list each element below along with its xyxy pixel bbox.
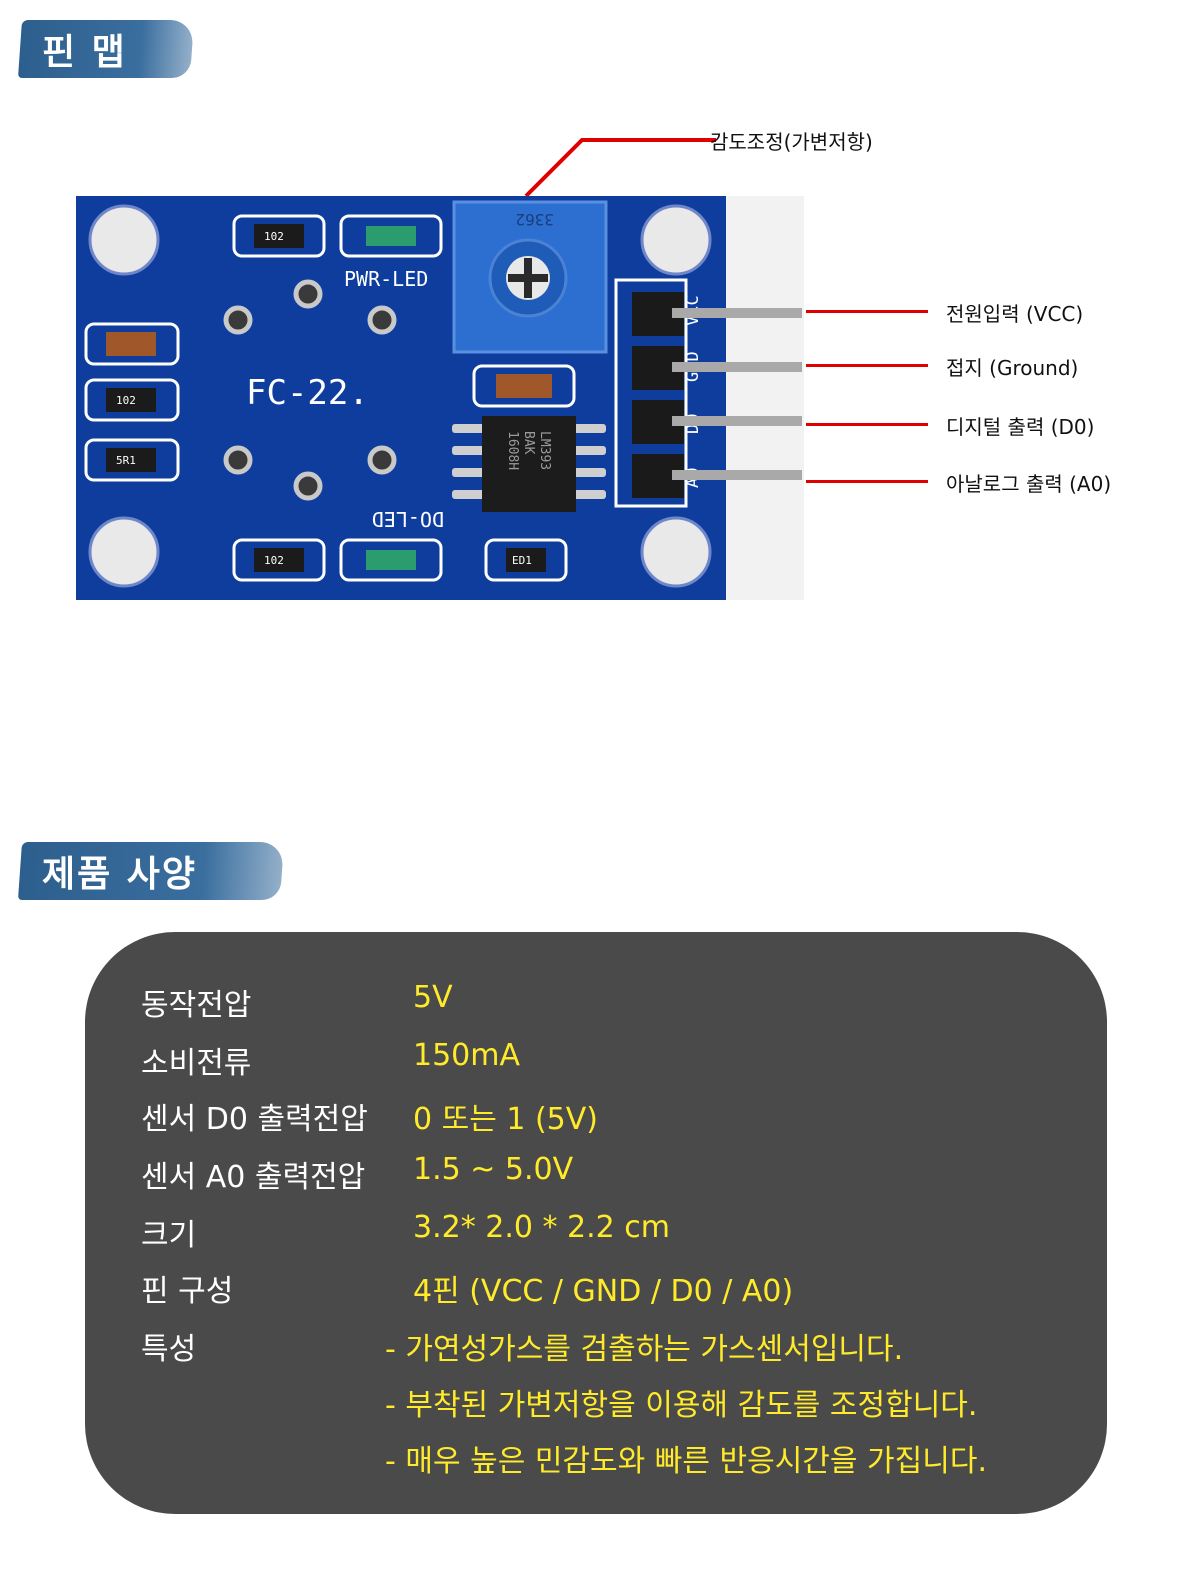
pcb-svg: 102 102 5R1 102 ED1 PWR-LED FC-22. DO-LE… [76,196,804,600]
mount-hole [88,204,160,276]
spec-title-text: 제품 사양 [42,854,198,895]
a0-label: 아날로그 출력 (A0) [946,472,1112,496]
gnd-label: 접지 (Ground) [946,356,1079,380]
spec-row: 핀 구성 4핀 (VCC / GND / D0 / A0) [85,1266,1107,1309]
pinmap-title-text: 핀 맵 [42,32,127,73]
mount-hole [640,516,712,588]
d0-label: 디지털 출력 (D0) [946,415,1095,439]
feature-item: - 매우 높은 민감도와 빠른 반응시간을 가집니다. [385,1444,987,1479]
feature-item: - 가연성가스를 검출하는 가스센서입니다. [385,1332,904,1367]
resistor-label: 102 [116,394,136,407]
spec-key: 크기 [141,1218,197,1253]
a0-callout-line [806,480,928,483]
spec-row: 센서 A0 출력전압 1.5 ~ 5.0V [85,1152,1107,1195]
spec-key: 센서 A0 출력전압 [141,1160,366,1195]
resistor-label: 5R1 [116,454,136,467]
chip-label: LM393 [537,431,552,470]
spec-value: 5V [413,980,453,1015]
model-label: FC-22. [246,373,369,413]
comparator-chip [482,416,576,512]
spec-row: 소비전류 150mA [85,1038,1107,1081]
mount-hole [88,516,160,588]
spec-value: 4핀 (VCC / GND / D0 / A0) [413,1274,794,1309]
do-led-label: DO-LED [372,507,444,531]
resistor-label: 102 [264,230,284,243]
spec-panel: 동작전압 5V 소비전류 150mA 센서 D0 출력전압 0 또는 1 (5V… [85,932,1107,1514]
feature-item: - 부착된 가변저항을 이용해 감도를 조정합니다. [385,1388,978,1423]
header-pin [672,362,802,372]
chip-label: BAK [521,431,536,455]
spec-section-title: 제품 사양 [17,842,285,900]
spec-value: 0 또는 1 (5V) [413,1102,598,1137]
chip-label: 1608H [505,431,520,470]
vcc-label: 전원입력 (VCC) [946,302,1084,326]
sensitivity-callout-line [524,138,716,198]
spec-value: 3.2* 2.0 * 2.2 cm [413,1210,670,1245]
spec-key: 소비전류 [141,1046,252,1081]
vcc-callout-line [806,310,928,313]
pot-code: 3362 [515,210,554,229]
mount-hole [640,204,712,276]
header-pin [672,470,802,480]
pinmap-section-title: 핀 맵 [17,20,195,78]
pwr-led-label: PWR-LED [344,267,428,291]
resistor-label: ED1 [512,554,532,567]
spec-key: 특성 [141,1332,197,1367]
header-pin [672,416,802,426]
spec-row: 특성 [85,1324,1107,1367]
spec-row: 센서 D0 출력전압 0 또는 1 (5V) [85,1094,1107,1137]
spec-row: 크기 3.2* 2.0 * 2.2 cm [85,1210,1107,1253]
spec-key: 센서 D0 출력전압 [141,1102,368,1137]
spec-value: 1.5 ~ 5.0V [413,1152,574,1187]
header-pin [672,308,802,318]
sensor-board-image: 102 102 5R1 102 ED1 PWR-LED FC-22. DO-LE… [76,196,804,600]
sensitivity-label: 감도조정(가변저항) [710,130,873,154]
resistor-label: 102 [264,554,284,567]
gnd-callout-line [806,364,928,367]
spec-value: 150mA [413,1038,521,1073]
spec-key: 핀 구성 [141,1274,234,1309]
spec-key: 동작전압 [141,988,252,1023]
spec-row: 동작전압 5V [85,980,1107,1023]
d0-callout-line [806,423,928,426]
